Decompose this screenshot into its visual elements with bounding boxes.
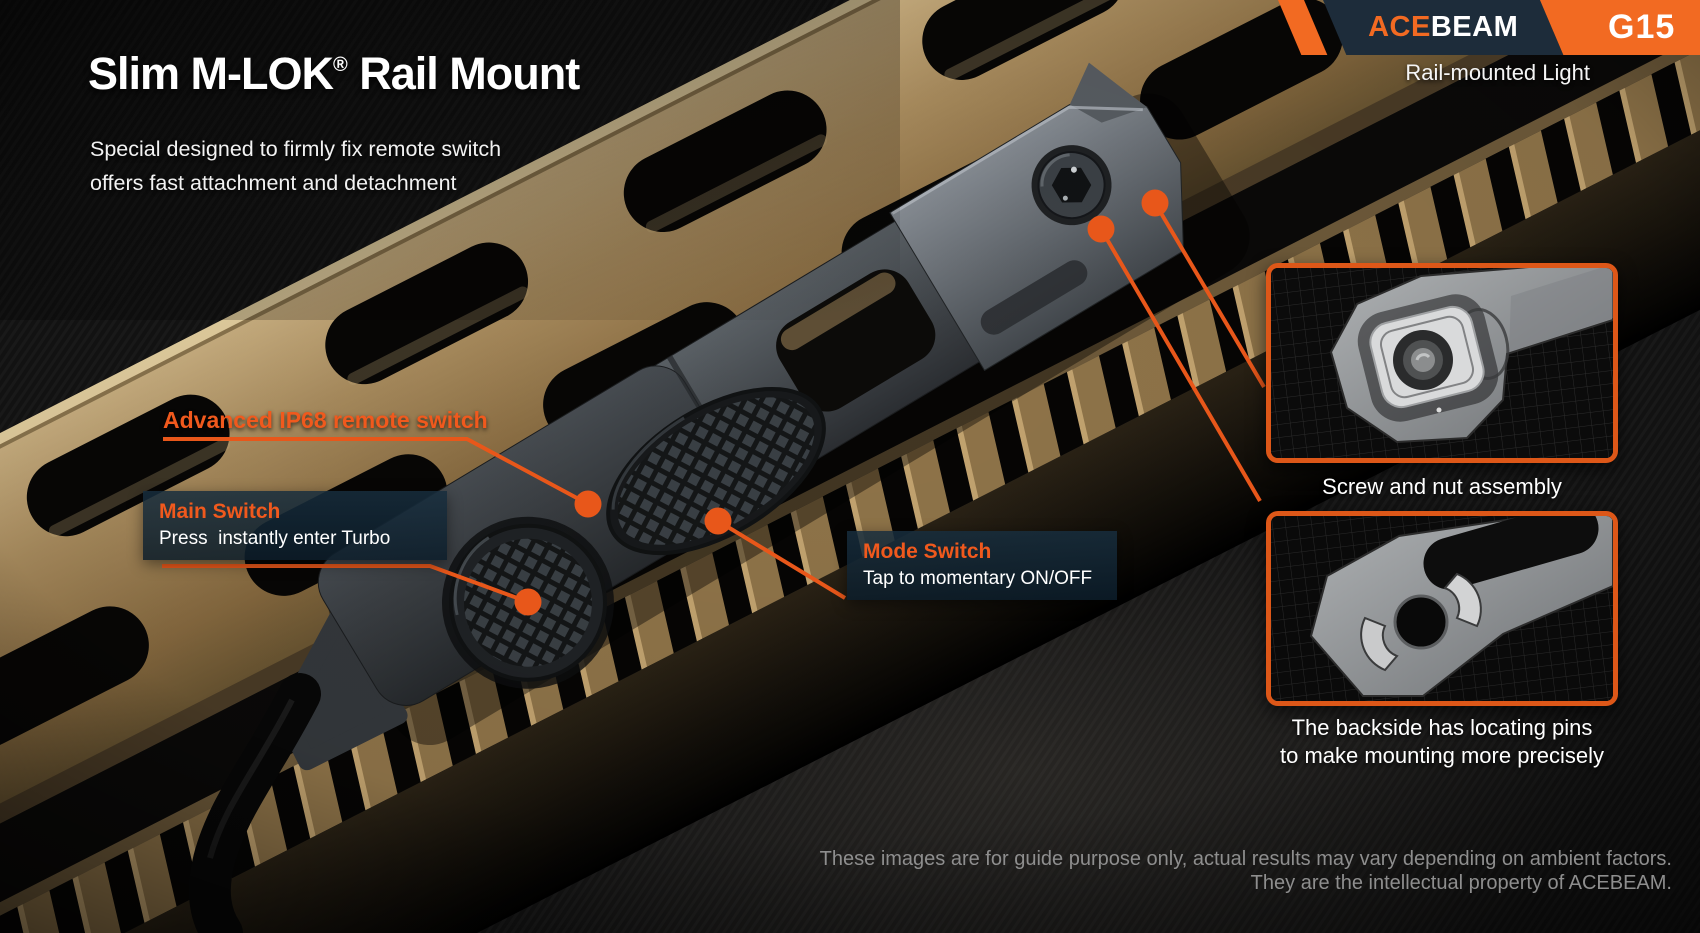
callout-leader-lines	[162, 201, 1266, 604]
page-subtitle: Special designed to firmly fix remote sw…	[90, 132, 501, 200]
remote-switch-leader-line	[163, 437, 589, 506]
locating-pin-lower	[1360, 616, 1399, 672]
backside-inset-leader-line	[1099, 227, 1262, 503]
disclaimer-line-1: These images are for guide purpose only,…	[819, 848, 1672, 870]
page-title: Slim M-LOK® Rail Mount	[88, 48, 580, 100]
model-text: G15	[1608, 8, 1676, 46]
callout-dots	[514, 189, 1169, 616]
mode-switch-leader-line	[716, 519, 847, 600]
callout-remote-switch-label: Advanced IP68 remote switch	[163, 407, 488, 433]
mount-body-dot	[1087, 215, 1115, 243]
inset-caption-screw: Screw and nut assembly	[1322, 474, 1562, 499]
mode-switch-dot	[704, 507, 732, 535]
locating-pin-upper	[1443, 572, 1482, 628]
inset-photo-backside	[1271, 516, 1613, 701]
backside-caption-line-1: The backside has locating pins	[1291, 715, 1593, 740]
subtitle-line-1: Special designed to firmly fix remote sw…	[90, 137, 502, 161]
title-text: Slim M-LOK	[88, 48, 334, 99]
model-badge: G15	[1540, 0, 1700, 55]
inset-caption-backside: The backside has locating pins to make m…	[1266, 714, 1618, 770]
callout-main-switch: Main Switch Press instantly enter Turbo	[143, 491, 447, 560]
inset-screw-assembly	[1266, 263, 1618, 463]
main-switch-dot	[514, 588, 542, 616]
callout-mode-switch: Mode Switch Tap to momentary ON/OFF	[847, 531, 1117, 600]
registered-mark: ®	[333, 54, 348, 76]
logo-ace-text: ACE	[1368, 11, 1431, 43]
remote-switch-dot	[574, 490, 602, 518]
disclaimer-line-2: They are the intellectual property of AC…	[1250, 872, 1672, 894]
main-switch-title: Main Switch	[159, 500, 281, 523]
main-switch-description: Press instantly enter Turbo	[159, 528, 391, 549]
mode-switch-description: Tap to momentary ON/OFF	[863, 568, 1093, 589]
mode-switch-title: Mode Switch	[863, 540, 992, 563]
subtitle-line-2: offers fast attachment and detachment	[90, 171, 457, 195]
backside-caption-line-2: to make mounting more precisely	[1279, 743, 1605, 768]
screw-dot	[1141, 189, 1169, 217]
inset-backside	[1266, 511, 1618, 706]
main-switch-leader-line	[162, 564, 529, 604]
disclaimer: These images are for guide purpose only,…	[820, 847, 1672, 895]
inset-photo-screw	[1271, 268, 1613, 458]
logo-beam-text: BEAM	[1430, 11, 1519, 43]
title-text-rest: Rail Mount	[347, 48, 580, 99]
screw-inset-leader-line	[1153, 201, 1266, 389]
product-tagline: Rail-mounted Light	[1405, 60, 1590, 85]
